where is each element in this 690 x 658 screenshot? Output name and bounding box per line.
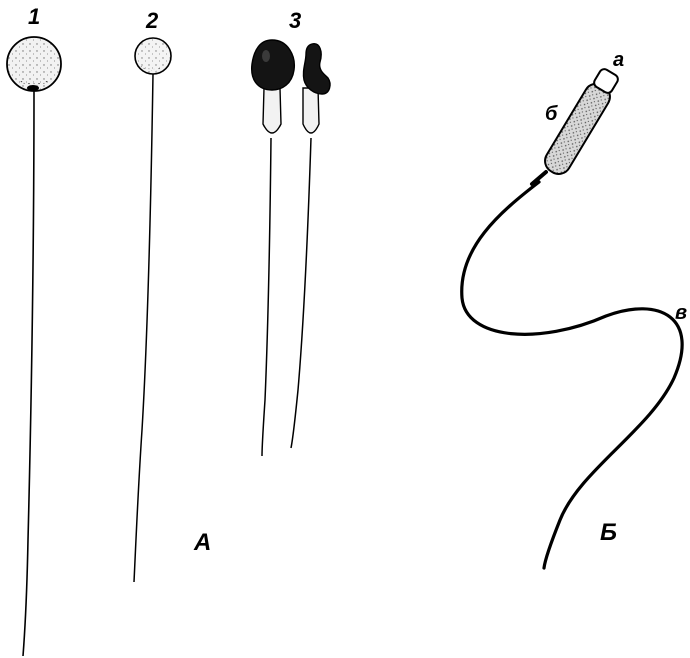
panel-a-label: А — [194, 531, 211, 555]
label-type-2: 2 — [146, 10, 158, 32]
sperm-3b — [291, 44, 330, 448]
sperm-3a-midpiece — [263, 88, 281, 133]
sperm-3b-head — [303, 44, 330, 94]
label-part-v: в — [675, 303, 687, 323]
label-type-1: 1 — [28, 6, 40, 28]
sperm-1 — [7, 37, 61, 656]
sperm-2 — [134, 38, 171, 582]
sperm-3a-tail — [262, 138, 271, 456]
label-type-3: 3 — [289, 10, 301, 32]
panel-b-label: Б — [600, 521, 617, 545]
sperm-2-tail — [134, 74, 153, 582]
label-part-b: б — [545, 104, 557, 124]
sperm-b-body — [541, 79, 615, 178]
sperm-3b-midpiece — [303, 88, 319, 133]
sperm-1-tail — [23, 88, 34, 656]
sperm-b — [462, 67, 682, 568]
sperm-3a-head — [252, 40, 295, 90]
label-part-a: а — [613, 50, 624, 70]
sperm-3b-tail — [291, 138, 311, 448]
sperm-b-tail — [462, 182, 682, 568]
sperm-3a — [252, 40, 295, 456]
